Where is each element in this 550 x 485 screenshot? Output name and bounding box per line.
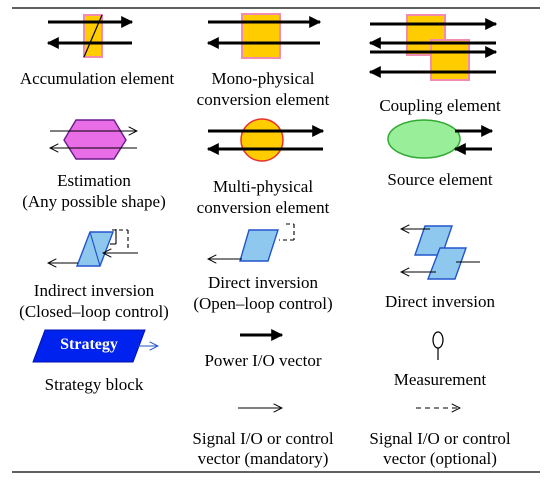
accumulation-element-symbol: [46, 14, 134, 58]
measurement-label: Measurement: [393, 370, 487, 389]
mono-physical-conversion-symbol: [206, 13, 322, 59]
multi-physical-label-line2: conversion element: [196, 198, 330, 217]
accumulation-element-label: Accumulation element: [19, 69, 175, 88]
indirect-inversion-label-line1: Indirect inversion: [33, 281, 155, 300]
signal-optional-label-line2: vector (optional): [383, 449, 497, 468]
source-element-symbol: [387, 119, 494, 159]
power-vector-label: Power I/O vector: [204, 351, 322, 370]
coupling-element-symbol: [368, 14, 498, 81]
direct-inversion-open-label-line2: (Open–loop control): [193, 294, 333, 313]
source-element-label: Source element: [387, 170, 493, 189]
indirect-inversion-symbol: [48, 229, 138, 266]
estimation-label-line2: (Any possible shape): [22, 192, 166, 211]
measurement-symbol: [432, 331, 444, 360]
multi-physical-label-line1: Multi-physical: [212, 177, 314, 196]
signal-mandatory-label-line1: Signal I/O or control: [192, 429, 334, 448]
direct-inversion-open-label-line1: Direct inversion: [208, 273, 318, 292]
mono-physical-label-line1: Mono-physical: [211, 69, 315, 88]
signal-mandatory-label-line2: vector (mandatory): [197, 449, 329, 468]
indirect-inversion-label-line2: (Closed–loop control): [19, 302, 169, 321]
strategy-block-label: Strategy block: [44, 375, 144, 394]
estimation-label-line1: Estimation: [57, 171, 131, 190]
mono-physical-label-line2: conversion element: [196, 90, 330, 109]
signal-optional-label-line1: Signal I/O or control: [369, 429, 511, 448]
direct-inversion-symbol: [401, 226, 480, 280]
direct-inversion-label: Direct inversion: [385, 292, 495, 311]
strategy-block-symbol: [32, 329, 158, 363]
multi-physical-conversion-symbol: [206, 118, 325, 162]
direct-inversion-open-loop-symbol: [208, 223, 295, 261]
coupling-element-label: Coupling element: [379, 96, 501, 115]
estimation-symbol: [50, 119, 137, 160]
strategy-block-text: Strategy: [60, 336, 118, 353]
